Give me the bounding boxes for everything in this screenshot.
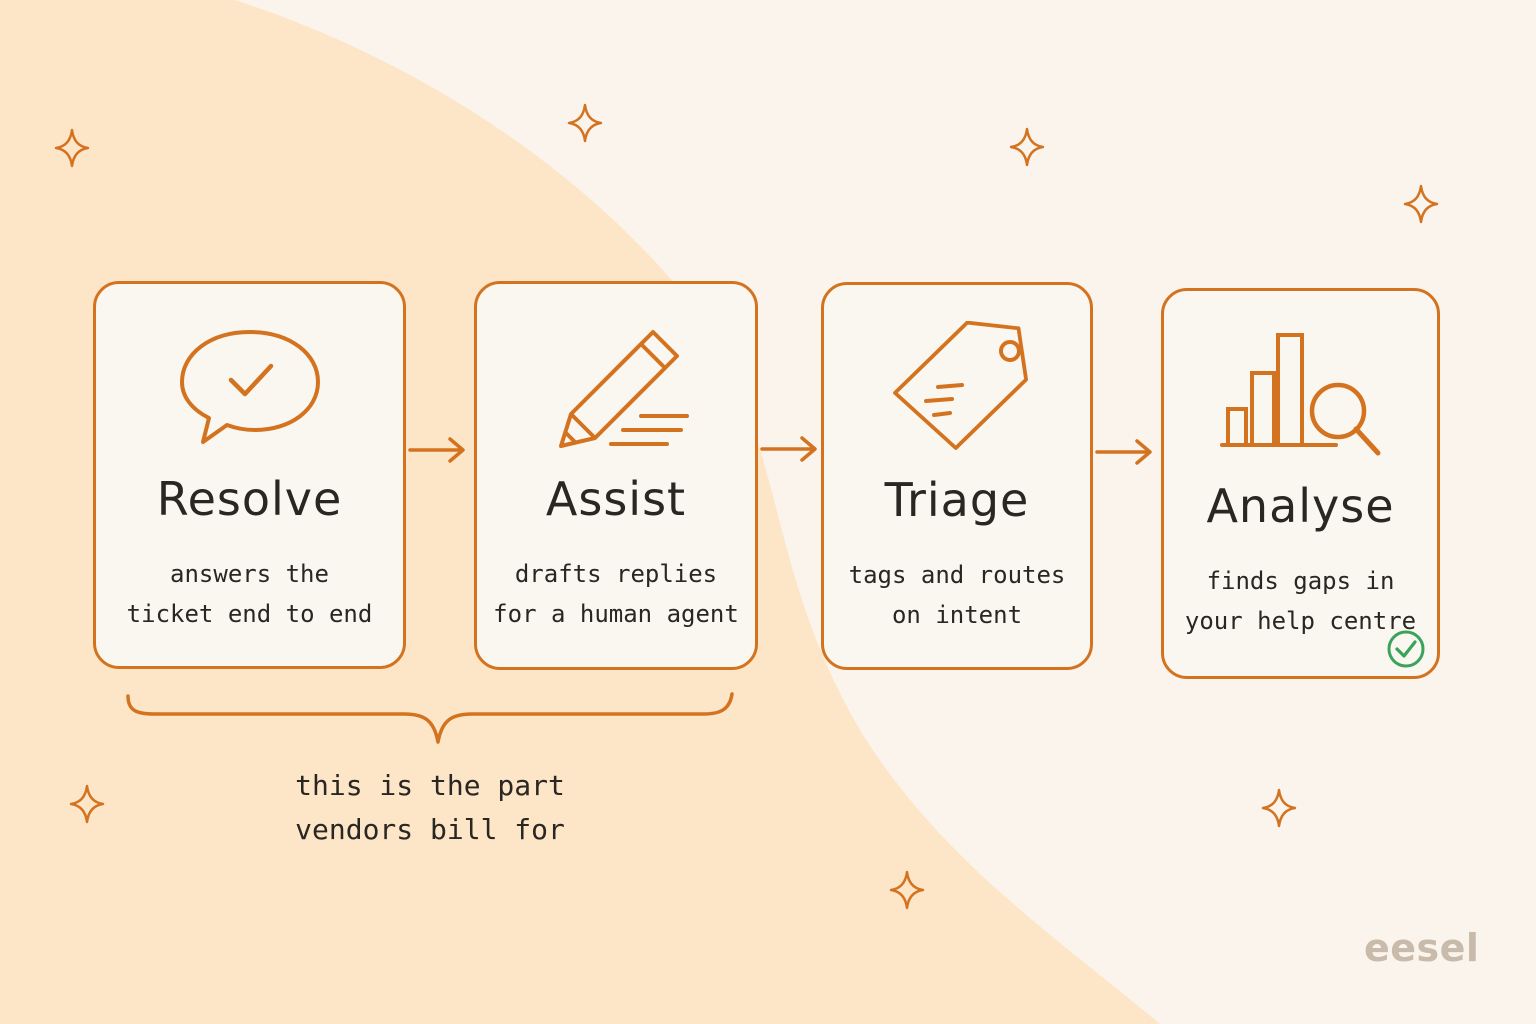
tag-icon — [893, 321, 1029, 450]
curly-brace-icon — [126, 692, 734, 744]
speech-bubble-check-icon — [179, 330, 320, 444]
step-card-analyse: Analyse finds gaps in your help centre — [1161, 288, 1440, 679]
arrow-right-icon — [408, 437, 465, 463]
step-title: Assist — [545, 472, 687, 526]
sparkle-icon — [567, 103, 603, 143]
sparkle-icon — [69, 784, 105, 824]
step-card-assist: Assist drafts replies for a human agent — [474, 281, 758, 670]
bracket-caption: this is the part vendors bill for — [295, 769, 565, 846]
green-check-icon — [1387, 630, 1425, 668]
step-description: drafts replies for a human agent — [493, 560, 739, 628]
step-title: Analyse — [1206, 479, 1395, 533]
step-card-resolve: Resolve answers the ticket end to end — [93, 281, 406, 669]
sparkle-icon — [1403, 184, 1439, 224]
sparkle-icon — [1009, 127, 1045, 167]
eesel-logo: eesel — [1364, 926, 1480, 970]
pencil-icon — [559, 330, 689, 448]
sparkle-icon — [54, 128, 90, 168]
step-card-triage: Triage tags and routes on intent — [821, 282, 1093, 670]
arrow-right-icon — [1095, 439, 1152, 465]
sparkle-icon — [1261, 788, 1297, 828]
step-description: tags and routes on intent — [848, 561, 1066, 629]
step-title: Triage — [884, 473, 1030, 527]
sparkle-icon — [889, 870, 925, 910]
step-description: answers the ticket end to end — [126, 560, 373, 628]
step-title: Resolve — [156, 472, 343, 526]
bar-chart-magnifier-icon — [1219, 333, 1380, 456]
arrow-right-icon — [760, 436, 817, 462]
step-description: finds gaps in your help centre — [1184, 567, 1417, 635]
